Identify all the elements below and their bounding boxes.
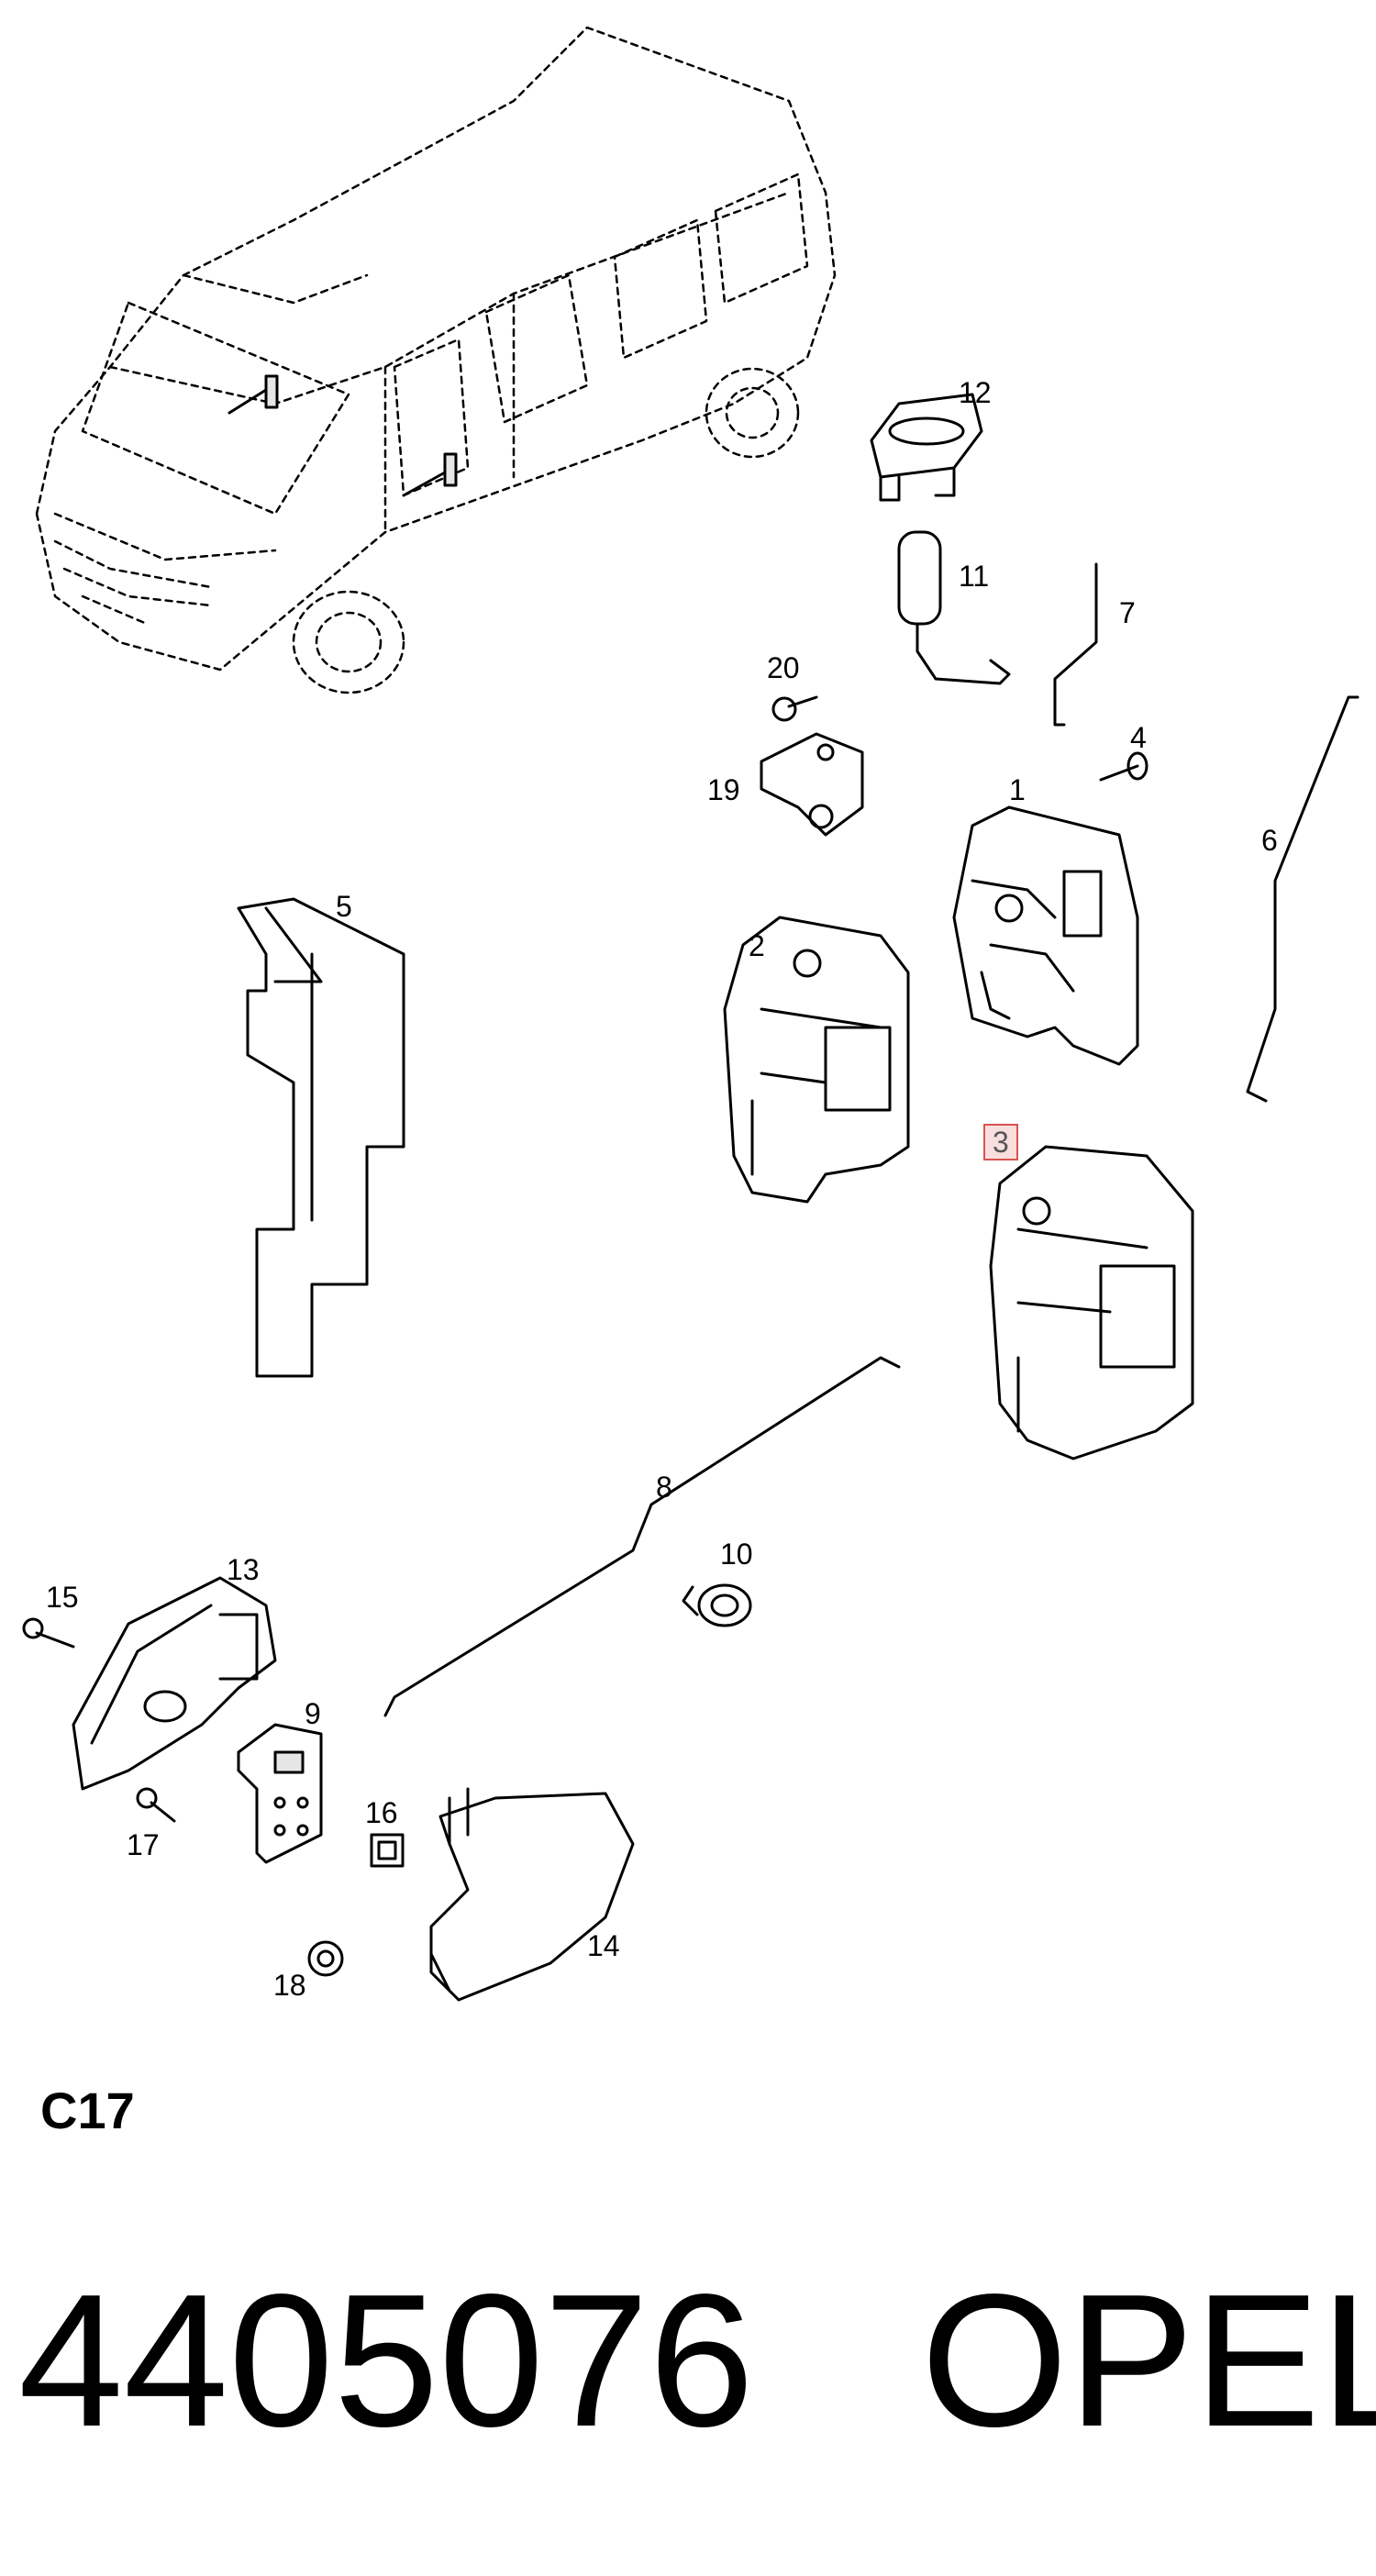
part-6-rod <box>1246 695 1359 1103</box>
part-15-screw <box>22 1617 75 1649</box>
callout-3-highlighted: 3 <box>983 1124 1018 1160</box>
callout-10: 10 <box>720 1538 753 1571</box>
part-13-handle-housing <box>72 1576 277 1791</box>
part-19-bracket <box>760 732 864 837</box>
part-8-rod <box>383 1356 901 1717</box>
part-5-panel <box>237 897 405 1378</box>
part-4-screw <box>1099 751 1149 782</box>
section-code: C17 <box>40 2082 135 2139</box>
brand-name: OPEL <box>921 2255 1376 2466</box>
part-2-lock <box>723 916 910 1204</box>
van-outline <box>35 26 837 694</box>
callout-20: 20 <box>767 651 800 684</box>
part-18-nut <box>307 1940 344 1977</box>
part-3-lock <box>989 1145 1194 1460</box>
part-16-clip <box>370 1833 405 1868</box>
part-17-screw <box>136 1787 176 1823</box>
part-1-lock <box>952 805 1139 1066</box>
callout-4: 4 <box>1130 721 1147 754</box>
callout-17: 17 <box>127 1828 160 1861</box>
callout-2: 2 <box>749 929 765 962</box>
part-11-rod <box>897 530 1011 685</box>
callout-5: 5 <box>336 890 352 923</box>
callout-13: 13 <box>227 1553 260 1586</box>
part-20-bolt <box>771 695 818 722</box>
callout-8: 8 <box>656 1471 672 1504</box>
callout-6: 6 <box>1261 824 1278 857</box>
part-7-rod <box>1053 562 1098 727</box>
callout-7: 7 <box>1119 596 1136 629</box>
callout-11: 11 <box>959 560 990 593</box>
callout-18: 18 <box>273 1969 306 2002</box>
part-9-plate <box>237 1723 323 1864</box>
callout-19: 19 <box>707 773 740 806</box>
callout-14: 14 <box>587 1929 620 1962</box>
callout-12: 12 <box>959 376 992 409</box>
part-number: 4405076 <box>18 2255 754 2466</box>
part-10-grommet <box>682 1583 752 1627</box>
part-14-cover <box>429 1787 635 2002</box>
part-12-switch <box>870 393 983 502</box>
callout-9: 9 <box>305 1697 321 1730</box>
callout-16: 16 <box>365 1796 398 1829</box>
callout-15: 15 <box>46 1581 79 1614</box>
callout-1: 1 <box>1009 773 1026 806</box>
